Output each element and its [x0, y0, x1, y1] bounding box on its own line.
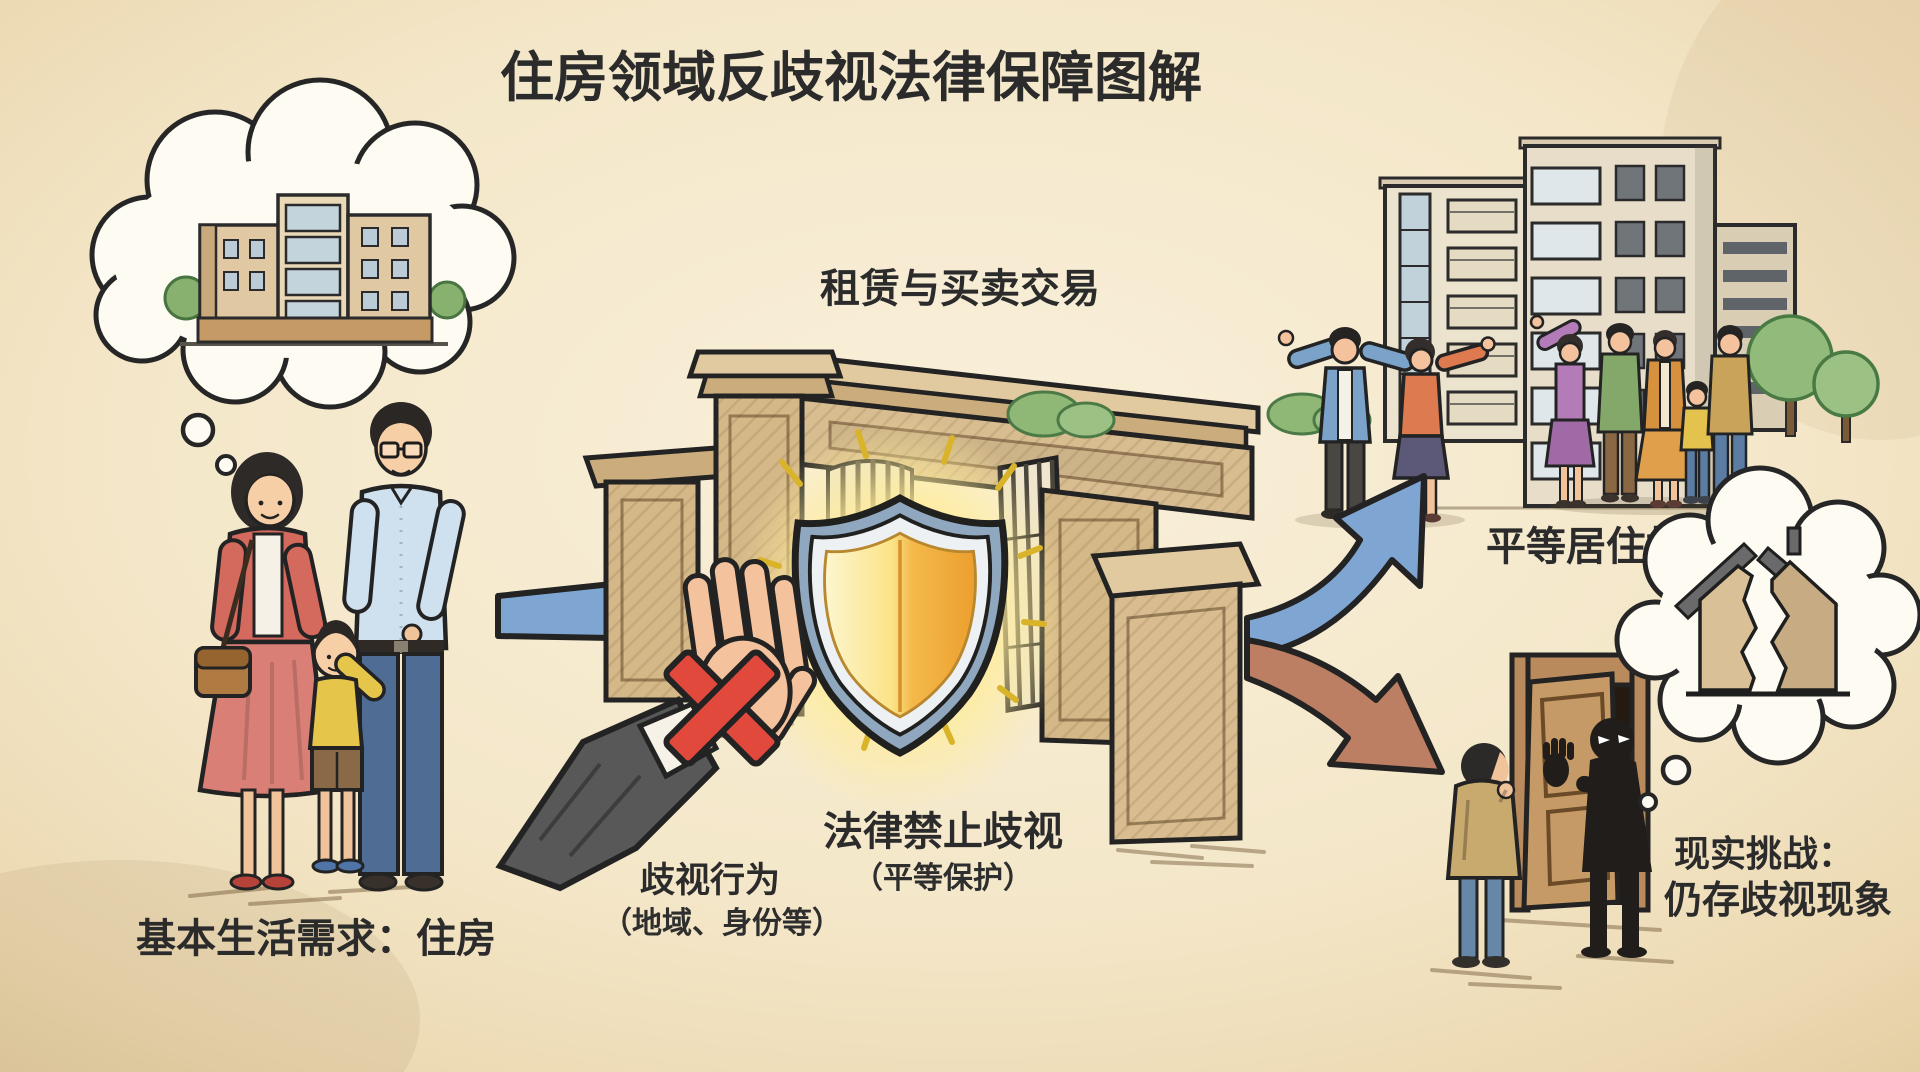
- reality-caption-line2: 仍存歧视现象: [1664, 880, 1892, 922]
- page-title: 住房领域反歧视法律保障图解: [500, 48, 1202, 108]
- paper-stain: [0, 860, 420, 1072]
- positive-outcome-arrow-icon: [1244, 473, 1427, 659]
- man-green: [1596, 323, 1644, 503]
- celebrating-woman: [1391, 336, 1496, 523]
- boy-yellow: [1679, 381, 1715, 504]
- mother-figure: [194, 452, 333, 891]
- rejection-scene: [1430, 465, 1920, 990]
- law-caption-line2: （平等保护）: [853, 861, 1033, 895]
- father-figure: [342, 402, 466, 892]
- discrimination-caption-line2: （地域、身份等）: [602, 906, 842, 940]
- law-caption-line1: 法律禁止歧视: [823, 810, 1063, 854]
- equal-rights-people: [1277, 314, 1760, 529]
- shield-icon: [795, 498, 1004, 753]
- woman-orange: [1634, 330, 1696, 508]
- refusing-silhouette: [1543, 718, 1652, 958]
- thought-cloud-housing: [89, 77, 517, 476]
- woman-purple: [1529, 314, 1596, 508]
- thought-trail-bubble: [180, 412, 216, 448]
- transaction-caption: 租赁与买卖交易: [820, 267, 1100, 311]
- housing-need-caption: 基本生活需求：住房: [136, 917, 496, 961]
- reality-caption-line1: 现实挑战：: [1674, 833, 1854, 874]
- glasses-icon: [379, 441, 423, 459]
- glow-rays: [754, 429, 1047, 751]
- red-x-icon: [663, 649, 781, 767]
- negative-outcome-arrow-icon: [1244, 637, 1445, 775]
- discrimination-caption-line1: 歧视行为: [640, 861, 780, 900]
- family-illustration: [188, 402, 466, 906]
- thought-cloud-broken-house: [1614, 465, 1920, 812]
- dejected-person: [1445, 743, 1523, 968]
- thought-trail-bubble: [1660, 754, 1692, 786]
- family-of-five: [1529, 314, 1754, 508]
- discriminating-hand: [495, 557, 818, 892]
- bag-strap: [219, 539, 255, 653]
- broken-house-icon: [1673, 526, 1850, 697]
- child-figure: [307, 620, 386, 874]
- apartment-buildings-icon: [163, 193, 467, 346]
- thought-trail-bubble: [1638, 792, 1658, 812]
- thought-trail-bubble: [215, 454, 237, 476]
